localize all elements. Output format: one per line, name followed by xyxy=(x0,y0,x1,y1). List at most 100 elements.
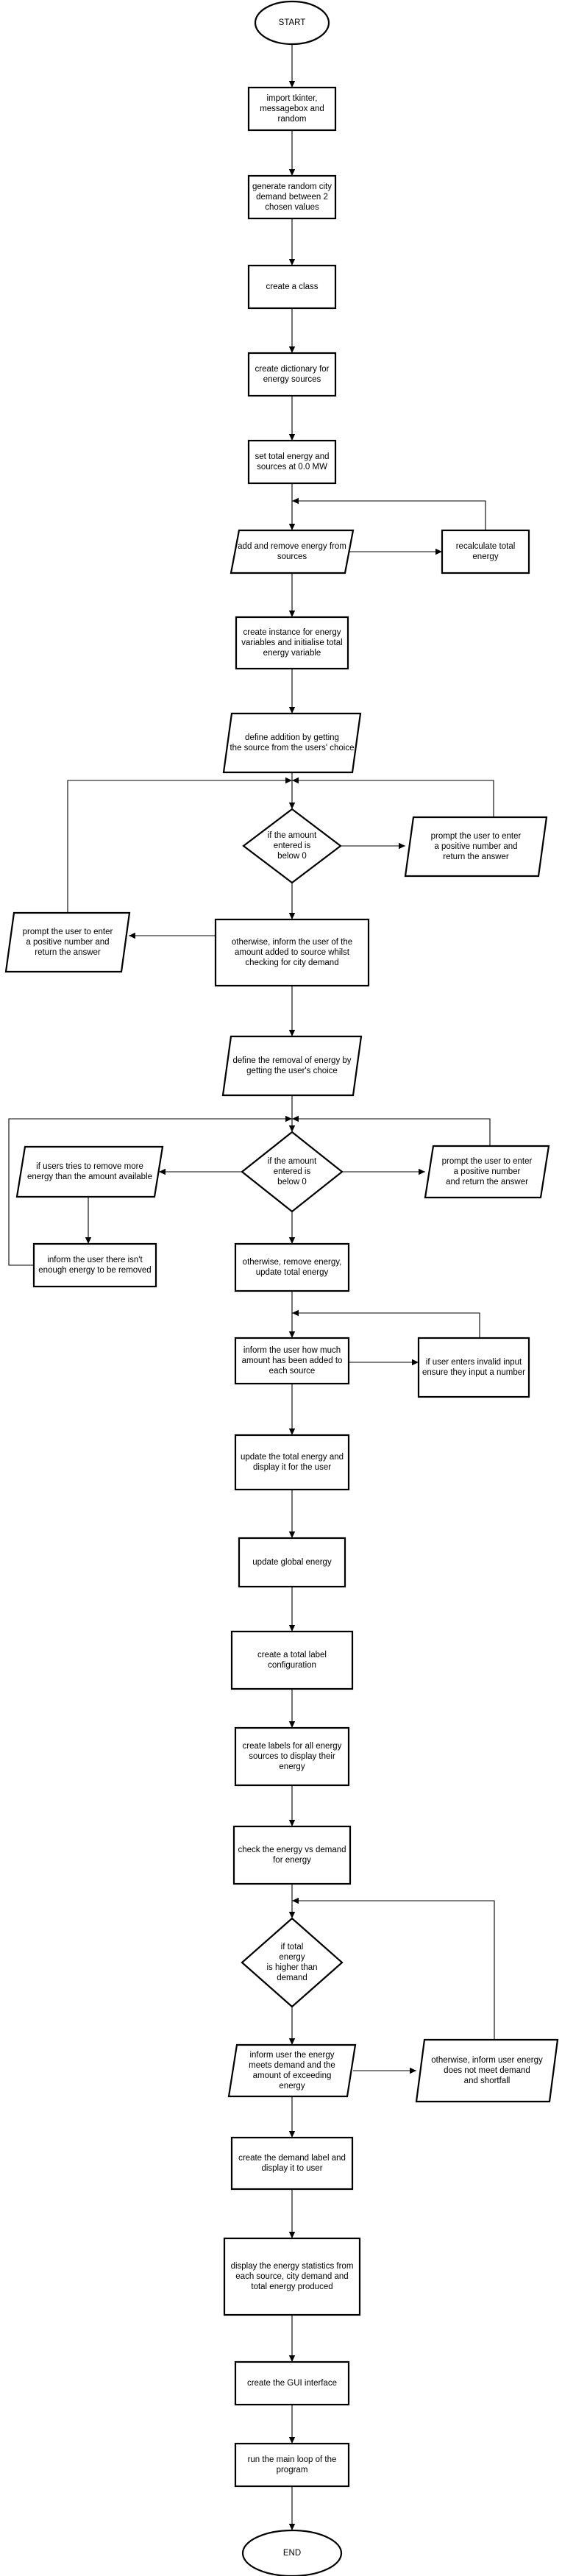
node-label: energy xyxy=(279,1953,305,1962)
node-label: create dictionary for xyxy=(255,365,330,374)
node-label: enough energy to be removed xyxy=(38,1266,151,1275)
edge-meets-to-demandlabel xyxy=(288,2096,296,2138)
node-label: otherwise, inform the user of the xyxy=(232,938,352,947)
node-start: START xyxy=(254,0,330,46)
node-label: prompt the user to enter xyxy=(431,832,522,841)
node-label: energy xyxy=(279,1762,305,1771)
arrow-head xyxy=(288,2038,296,2045)
node-label: if the amount xyxy=(268,831,317,840)
edge-stats-to-gui xyxy=(288,2315,296,2362)
para-shape xyxy=(230,529,355,574)
node-label: update global energy xyxy=(252,1558,332,1567)
node-label: and return the answer xyxy=(446,1178,528,1186)
node-label: below 0 xyxy=(277,852,307,861)
node-label: set total energy and xyxy=(255,452,329,461)
edge-dec2-to-otherwise2 xyxy=(288,1211,296,1244)
node-label: display the energy statistics from xyxy=(231,2262,354,2271)
node-global: update global energy xyxy=(238,1537,346,1588)
node-label: each source xyxy=(269,1367,316,1376)
node-label: is higher than xyxy=(266,1963,317,1972)
edge-labels-to-check xyxy=(288,1785,296,1826)
node-label: does not meet demand xyxy=(444,2066,530,2075)
node-label: START xyxy=(279,18,306,27)
arrow-head xyxy=(288,1912,296,1918)
connector-line xyxy=(292,780,494,817)
arrow-head xyxy=(288,2524,296,2530)
connector-line xyxy=(292,1312,480,1338)
node-label: create instance for energy xyxy=(243,628,341,637)
arrow-head xyxy=(288,803,296,809)
node-label: prompt the user to enter xyxy=(23,928,113,936)
arrow-head xyxy=(288,2232,296,2238)
rect-shape xyxy=(247,352,337,397)
arrow-head xyxy=(288,524,296,530)
node-label: amount of exceeding xyxy=(253,2071,332,2080)
arrow-head xyxy=(288,2437,296,2444)
rect-shape xyxy=(234,1434,350,1491)
rect-shape xyxy=(234,1242,350,1292)
rect-shape xyxy=(441,529,530,574)
edge-addremove-to-instance xyxy=(288,573,296,617)
node-label: define addition by getting xyxy=(245,733,339,742)
arrow-head xyxy=(288,1030,296,1036)
edge-demand-to-class xyxy=(288,218,296,266)
connector-line xyxy=(8,1118,292,1266)
arrow-head xyxy=(419,1168,425,1175)
connector-line xyxy=(292,500,486,530)
para-shape xyxy=(424,1145,550,1199)
edge-recalc-to-addremove xyxy=(292,497,486,530)
edge-informadded-to-invalid xyxy=(349,1359,419,1366)
edge-invalid-to-informadded xyxy=(292,1309,480,1338)
arrow-head xyxy=(288,1625,296,1632)
node-label: a positive number and xyxy=(26,938,109,947)
diamond-shape xyxy=(242,808,342,884)
oval-shape xyxy=(241,2529,343,2576)
arrow-head xyxy=(288,346,296,353)
arrow-head xyxy=(288,707,296,714)
edge-prompt3-to-dec2 xyxy=(292,1115,491,1146)
node-label: amount added to source whilst xyxy=(235,948,350,957)
edge-otherwise2-to-informadded xyxy=(288,1291,296,1338)
edge-dict-to-settotal xyxy=(288,396,296,441)
arrow-head xyxy=(129,932,135,939)
node-label: return the answer xyxy=(443,853,509,861)
para-shape xyxy=(222,712,362,774)
node-end: END xyxy=(241,2529,343,2576)
arrow-head xyxy=(435,548,442,555)
node-label: create the GUI interface xyxy=(247,2379,337,2388)
node-label: recalculate total xyxy=(456,542,516,551)
node-label: demand xyxy=(277,1974,307,1982)
connector-line xyxy=(292,1118,491,1146)
node-prompt2: prompt the user to enter a positive numbe… xyxy=(4,911,131,973)
node-label: prompt the user to enter xyxy=(442,1157,533,1166)
node-label: display it to user xyxy=(261,2164,322,2173)
node-label: inform the user there isn't xyxy=(47,1256,143,1264)
node-label: generate random city xyxy=(252,182,332,191)
arrow-head xyxy=(292,777,299,784)
node-label: create a total label xyxy=(257,1651,327,1659)
edge-otherwise1-to-defremove xyxy=(288,986,296,1036)
diamond-shape xyxy=(241,1917,344,2008)
node-label: otherwise, inform user energy xyxy=(431,2056,543,2065)
rect-shape xyxy=(247,174,337,220)
arrow-head xyxy=(288,913,296,919)
rect-shape xyxy=(234,2442,350,2488)
arrow-head xyxy=(412,1359,419,1366)
arrow-head xyxy=(288,2131,296,2138)
node-label: each source, city demand and xyxy=(235,2272,348,2281)
rect-shape xyxy=(230,2136,354,2191)
edge-start-to-import xyxy=(288,44,296,88)
